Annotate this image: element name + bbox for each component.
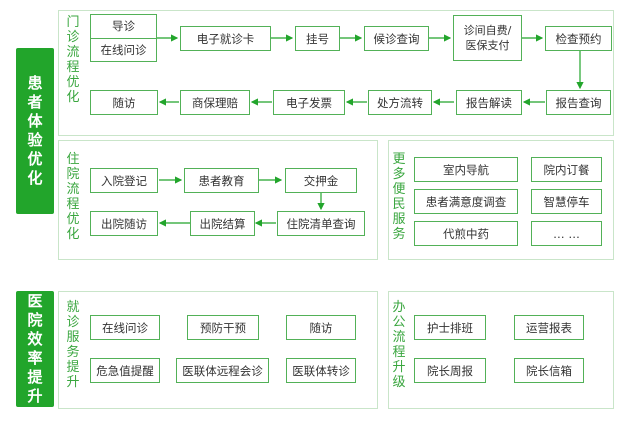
clinic-node-insurance-claim: 商保理赔 xyxy=(180,90,250,115)
inpatient-label: 住院流程优化 xyxy=(66,152,80,242)
clinic-node-e-invoice: 电子发票 xyxy=(273,90,345,115)
office-node-nurse-schedule: 护士排班 xyxy=(414,315,486,340)
section-hospital-efficiency-label: 医院效率提升 xyxy=(27,292,43,405)
clinic-label: 门诊流程优化 xyxy=(66,15,80,105)
clinic-node-prescription: 处方流转 xyxy=(368,90,432,115)
section-hospital-efficiency: 医院效率提升 xyxy=(16,291,54,407)
medical-node-critical-alert: 危急值提醒 xyxy=(90,358,160,383)
clinic-node-online-consult: 在线问诊 xyxy=(91,37,156,62)
inpatient-node-admission: 入院登记 xyxy=(90,168,158,193)
office-panel xyxy=(388,291,614,409)
clinic-node-report-query: 报告查询 xyxy=(546,90,611,115)
clinic-node-queue: 候诊查询 xyxy=(364,26,429,51)
medical-panel xyxy=(58,291,378,409)
medical-node-prevention: 预防干预 xyxy=(187,315,259,340)
services-node-more: … … xyxy=(531,221,602,246)
services-node-indoor-nav: 室内导航 xyxy=(414,157,518,182)
inpatient-node-discharge-settle: 出院结算 xyxy=(190,211,255,236)
inpatient-node-bill-query: 住院清单查询 xyxy=(277,211,365,236)
services-node-smart-parking: 智慧停车 xyxy=(531,189,602,214)
clinic-node-report-explain: 报告解读 xyxy=(456,90,522,115)
office-node-mailbox: 院长信箱 xyxy=(514,358,584,383)
medical-label: 就诊服务提升 xyxy=(66,300,80,390)
medical-node-follow-up: 随访 xyxy=(286,315,356,340)
clinic-node-register: 挂号 xyxy=(295,26,340,51)
office-node-weekly-report: 院长周报 xyxy=(414,358,486,383)
services-node-herbal-decoction: 代煎中药 xyxy=(414,221,518,246)
services-label: 更多便民服务 xyxy=(392,152,406,242)
inpatient-node-deposit: 交押金 xyxy=(285,168,357,193)
office-node-operations-report: 运营报表 xyxy=(514,315,584,340)
office-label: 办公流程升级 xyxy=(392,300,406,390)
clinic-node-follow-up: 随访 xyxy=(90,90,158,115)
section-patient-experience: 患者体验优化 xyxy=(16,48,54,214)
medical-node-remote-consult: 医联体远程会诊 xyxy=(176,358,269,383)
services-node-satisfaction: 患者满意度调查 xyxy=(414,189,518,214)
section-patient-experience-label: 患者体验优化 xyxy=(27,74,43,187)
inpatient-panel xyxy=(58,140,378,260)
inpatient-node-discharge-followup: 出院随访 xyxy=(90,211,158,236)
clinic-node-exam-booking: 检查预约 xyxy=(545,26,612,51)
clinic-node-guide: 导诊 xyxy=(112,19,135,34)
clinic-node-e-card: 电子就诊卡 xyxy=(180,26,271,51)
services-node-meal-order: 院内订餐 xyxy=(531,157,602,182)
medical-node-referral: 医联体转诊 xyxy=(286,358,356,383)
clinic-node-guide-online: 导诊 在线问诊 xyxy=(90,14,157,62)
clinic-node-payment: 诊间自费/医保支付 xyxy=(453,15,522,61)
inpatient-node-education: 患者教育 xyxy=(184,168,259,193)
medical-node-online-consult: 在线问诊 xyxy=(90,315,160,340)
